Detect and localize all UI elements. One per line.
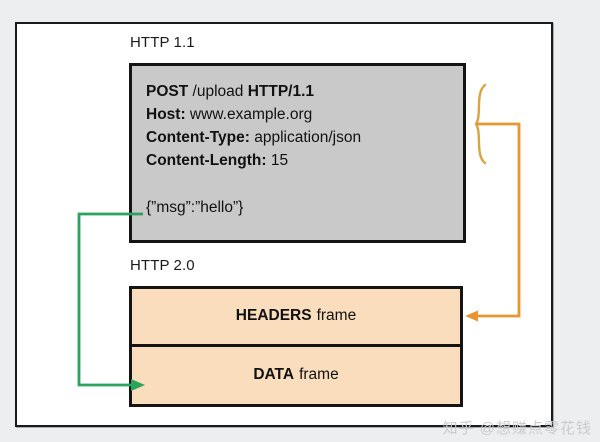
frame-suffix: frame: [299, 366, 339, 384]
http20-frames-box: HEADERS frame DATA frame: [129, 286, 463, 407]
request-version: HTTP/1.1: [247, 83, 315, 100]
header-name: Host:: [146, 106, 186, 123]
figure-frame: HTTP 1.1 POST /upload HTTP/1.1 Host: www…: [15, 22, 553, 427]
http11-message-box: POST /upload HTTP/1.1 Host: www.example.…: [129, 63, 466, 243]
headers-frame-cell: HEADERS frame: [132, 289, 460, 347]
frame-name: HEADERS: [235, 307, 312, 325]
data-frame-cell: DATA frame: [132, 347, 460, 405]
headers-to-headers-frame-arrow: [465, 83, 521, 322]
http11-request-body: {”msg”:”hello”}: [146, 199, 244, 216]
request-path: /upload: [192, 83, 244, 100]
http11-header-content-length: Content-Length: 15: [146, 149, 463, 172]
frame-name: DATA: [253, 366, 295, 384]
header-name: Content-Type:: [146, 129, 250, 146]
header-value: application/json: [254, 129, 362, 146]
frame-suffix: frame: [316, 307, 357, 325]
header-value: www.example.org: [189, 106, 313, 123]
http20-section-caption: HTTP 2.0: [130, 257, 195, 274]
http11-header-host: Host: www.example.org: [146, 103, 463, 126]
request-method: POST: [146, 83, 189, 100]
http11-request-line: POST /upload HTTP/1.1: [146, 80, 463, 103]
header-name: Content-Length:: [146, 152, 267, 169]
watermark: 知乎 @想赚点零花钱: [442, 420, 592, 437]
http11-header-content-type: Content-Type: application/json: [146, 126, 463, 149]
header-value: 15: [270, 152, 289, 169]
http11-section-caption: HTTP 1.1: [130, 34, 195, 51]
